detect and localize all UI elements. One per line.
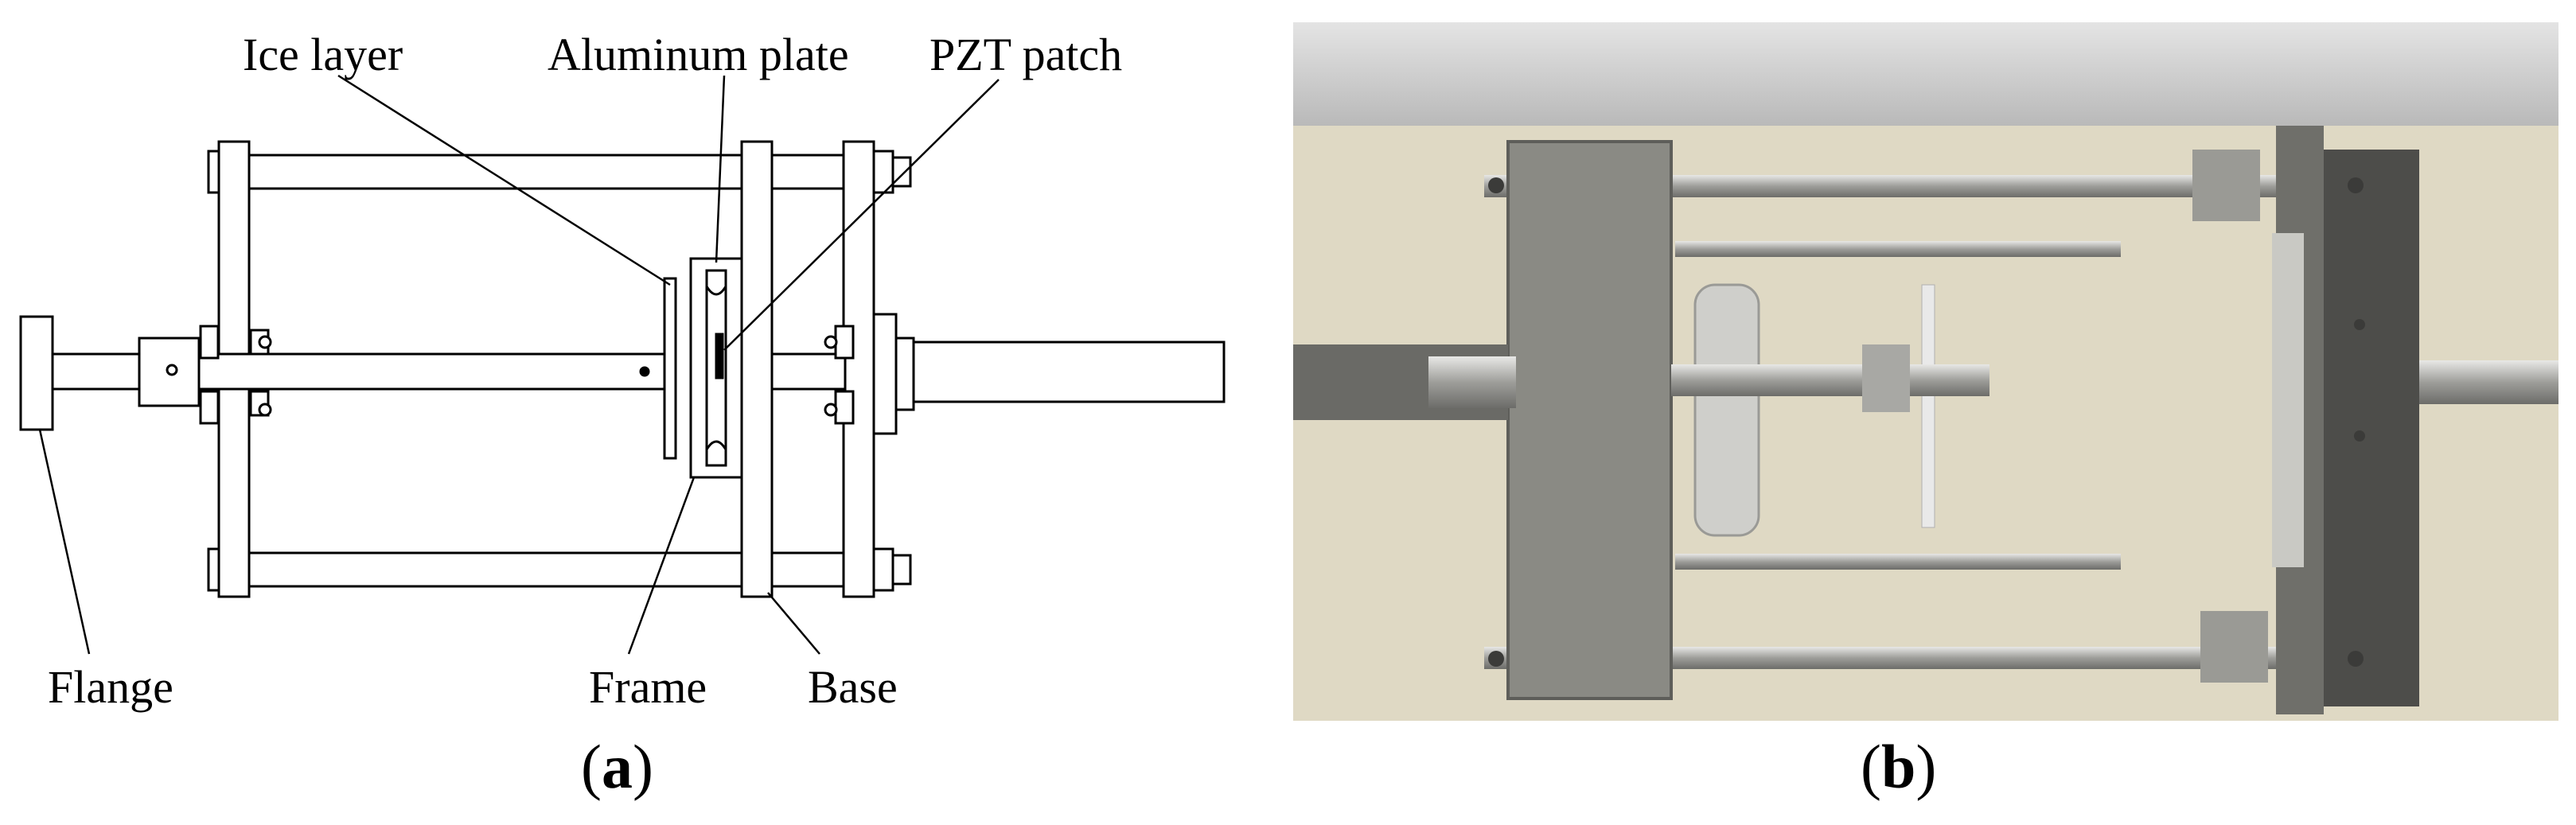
schematic-drawing (19, 74, 1226, 655)
label-ice-layer: Ice layer (243, 29, 403, 80)
ice-layer-part (663, 277, 677, 460)
frame-assembly (689, 257, 743, 479)
caption-b: (b) (1861, 732, 1937, 801)
label-aluminum-plate: Aluminum plate (548, 29, 849, 80)
coupling-block (138, 337, 201, 407)
base-plate (740, 140, 774, 598)
photo-panel (1293, 22, 2558, 721)
label-frame: Frame (589, 661, 707, 713)
label-flange: Flange (48, 661, 173, 713)
right-shaft (770, 352, 847, 391)
label-pzt-patch: PZT patch (929, 29, 1123, 80)
micrometer-part (912, 341, 1226, 403)
caption-a: (a) (581, 732, 653, 801)
label-base: Base (808, 661, 898, 713)
photo-left-plate (1506, 140, 1673, 700)
flange-part (19, 315, 54, 431)
background-wall (1293, 22, 2558, 126)
leader-lines (38, 74, 1000, 655)
schematic-panel: Ice layer Aluminum plate PZT patch Flang… (0, 0, 1257, 825)
apparatus-photo (1293, 22, 2558, 721)
right-plate (842, 140, 875, 598)
